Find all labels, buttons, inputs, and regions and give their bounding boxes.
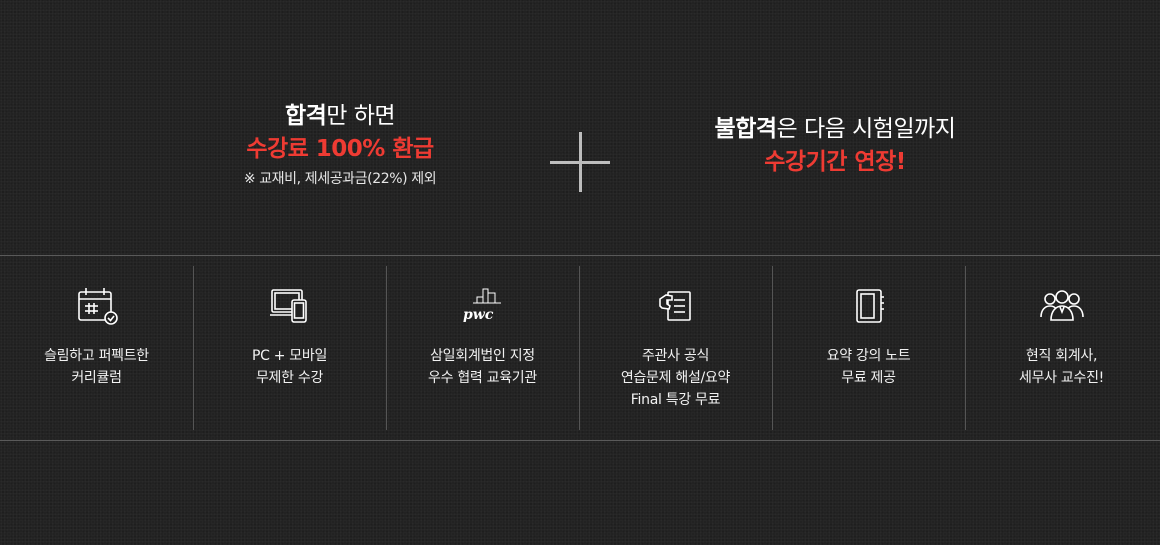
feature-line: 연습문제 해설/요약 [620, 370, 731, 386]
extension-headline: 불합격은 다음 시험일까지 [640, 113, 1030, 146]
pwc-logo-text: pwc [463, 307, 494, 323]
refund-headline-rest: 만 하면 [326, 103, 396, 129]
feature-line: 세무사 교수진! [1019, 370, 1104, 386]
feature-line: 무제한 수강 [255, 370, 324, 386]
feature-devices: PC + 모바일 무제한 수강 [193, 256, 386, 440]
feature-text: 현직 회계사, 세무사 교수진! [965, 345, 1158, 389]
feature-line: 요약 강의 노트 [826, 348, 911, 364]
feature-line: 삼일회계법인 지정 [430, 348, 535, 364]
feature-text: 슬림하고 퍼펙트한 커리큘럼 [0, 345, 193, 389]
extension-promo: 불합격은 다음 시험일까지 수강기간 연장! [640, 113, 1030, 179]
feature-text: 요약 강의 노트 무료 제공 [772, 345, 965, 389]
refund-headline: 합격만 하면 [180, 100, 500, 133]
feature-text: PC + 모바일 무제한 수강 [193, 345, 386, 389]
calendar-check-icon [73, 286, 121, 326]
feature-list: 슬림하고 퍼펙트한 커리큘럼 PC + 모바일 무제한 수강 [0, 255, 1160, 441]
feature-curriculum: 슬림하고 퍼펙트한 커리큘럼 [0, 256, 193, 440]
notebook-icon [845, 286, 893, 326]
feature-line: 우수 협력 교육기관 [428, 370, 537, 386]
feature-text: 삼일회계법인 지정 우수 협력 교육기관 [386, 345, 579, 389]
extension-offer: 수강기간 연장! [764, 149, 906, 175]
feature-official: 주관사 공식 연습문제 해설/요약 Final 특강 무료 [579, 256, 772, 440]
feature-line: Final 특강 무료 [630, 392, 721, 408]
promo-banner: 합격만 하면 수강료 100% 환급 ※ 교재비, 제세공과금(22%) 제외 … [0, 0, 1160, 255]
feature-line: 슬림하고 퍼펙트한 [44, 348, 149, 364]
feature-pwc: pwc 삼일회계법인 지정 우수 협력 교육기관 [386, 256, 579, 440]
document-hand-icon [652, 286, 700, 326]
plus-icon [550, 132, 610, 192]
extension-headline-rest: 은 다음 시험일까지 [776, 116, 956, 142]
refund-note: ※ 교재비, 제세공과금(22%) 제외 [243, 171, 437, 187]
group-people-icon [1038, 286, 1086, 326]
feature-line: 주관사 공식 [641, 348, 710, 364]
feature-line: 커리큘럼 [71, 370, 122, 386]
devices-icon [266, 286, 314, 326]
feature-notes: 요약 강의 노트 무료 제공 [772, 256, 965, 440]
refund-promo: 합격만 하면 수강료 100% 환급 ※ 교재비, 제세공과금(22%) 제외 [180, 100, 500, 190]
feature-instructors: 현직 회계사, 세무사 교수진! [965, 256, 1158, 440]
refund-offer: 수강료 100% 환급 [246, 136, 434, 162]
feature-line: 무료 제공 [841, 370, 896, 386]
extension-headline-bold: 불합격 [714, 116, 777, 142]
refund-headline-bold: 합격 [284, 103, 327, 129]
feature-line: PC + 모바일 [251, 348, 328, 364]
pwc-logo-icon: pwc [459, 286, 507, 326]
feature-line: 현직 회계사, [1025, 348, 1098, 364]
feature-text: 주관사 공식 연습문제 해설/요약 Final 특강 무료 [579, 345, 772, 411]
